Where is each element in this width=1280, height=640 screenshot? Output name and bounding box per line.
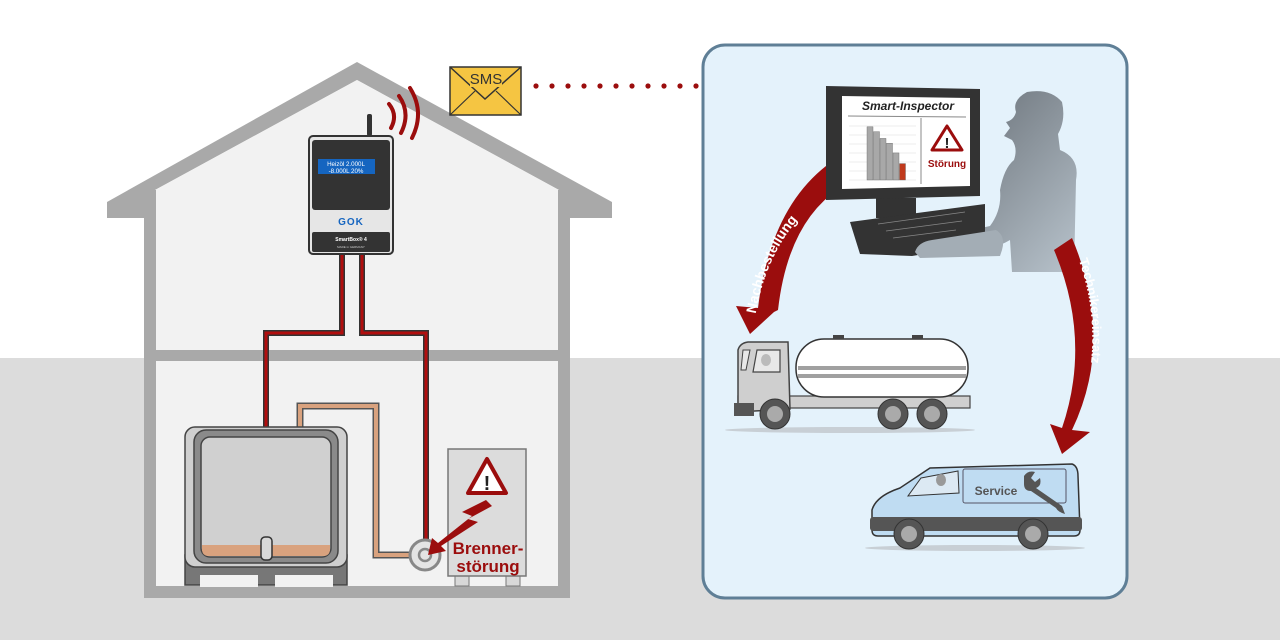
- sms-envelope-icon: SMS: [449, 66, 522, 116]
- van-wheel: [1017, 518, 1049, 550]
- burner-fault-label-line1: Brenner-: [453, 539, 524, 558]
- mini-chart-bar: [873, 131, 880, 181]
- made-in-label: MADE in GERMANY: [337, 245, 365, 249]
- van-service-label: Service: [975, 484, 1018, 498]
- monitor-warning-symbol: !: [945, 135, 950, 152]
- burner-unit: ! Brenner- störung: [408, 448, 527, 587]
- operator-hand: [915, 230, 1004, 258]
- floor-slab: [156, 350, 558, 361]
- mini-chart-bar: [892, 152, 900, 181]
- monitor-title: Smart-Inspector: [862, 99, 955, 113]
- model-label: SmartBox® 4: [335, 236, 367, 243]
- warning-icon: !: [466, 457, 508, 495]
- mini-chart-bar: [879, 138, 887, 181]
- warning-symbol: !: [484, 473, 491, 495]
- antenna: [367, 114, 372, 136]
- monitor-alert-label: Störung: [928, 159, 966, 170]
- level-probe: [260, 536, 273, 561]
- monitor: Smart-Inspector ! Störung: [826, 86, 980, 218]
- service-van: Service: [865, 463, 1085, 551]
- mini-chart-bar: [866, 126, 874, 181]
- smartbox-device: Heizöl 2.000L -8.000L 20% GOK SmartBox® …: [308, 114, 394, 255]
- lcd-line2: -8.000L 20%: [329, 168, 364, 175]
- monitor-warning-icon: !: [930, 124, 964, 152]
- wrench-icon: [1024, 471, 1065, 514]
- oil-tank: [184, 426, 348, 587]
- tank-stripe: [798, 366, 966, 370]
- sms-label: SMS: [470, 71, 503, 88]
- lightning-bolt-icon: [428, 500, 492, 555]
- lcd-display: [318, 159, 375, 174]
- brand-logo: GOK: [338, 217, 364, 228]
- mini-chart-bar: [899, 163, 906, 181]
- truck-wheel: [916, 398, 948, 430]
- radio-waves-icon: [387, 86, 420, 140]
- lcd-line1: Heizöl 2.000L: [327, 161, 365, 168]
- truck-wheel: [877, 398, 909, 430]
- van-wheel: [893, 518, 925, 550]
- tanker-truck: [725, 335, 975, 433]
- mini-bar-chart: [849, 125, 916, 181]
- truck-wheel: [759, 398, 791, 430]
- burner-fault-label-line2: störung: [456, 557, 519, 576]
- operator-silhouette: [917, 91, 1077, 272]
- mini-chart-bar: [886, 143, 893, 181]
